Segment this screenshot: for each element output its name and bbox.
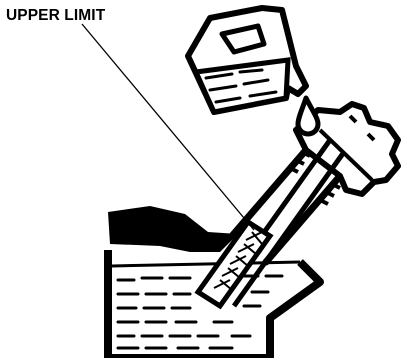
oil-surface xyxy=(112,262,300,266)
oil-drop-icon xyxy=(298,98,318,134)
housing-top xyxy=(108,206,238,252)
upper-limit-label: UPPER LIMIT xyxy=(6,7,105,25)
pouring-jug-icon xyxy=(188,8,306,112)
